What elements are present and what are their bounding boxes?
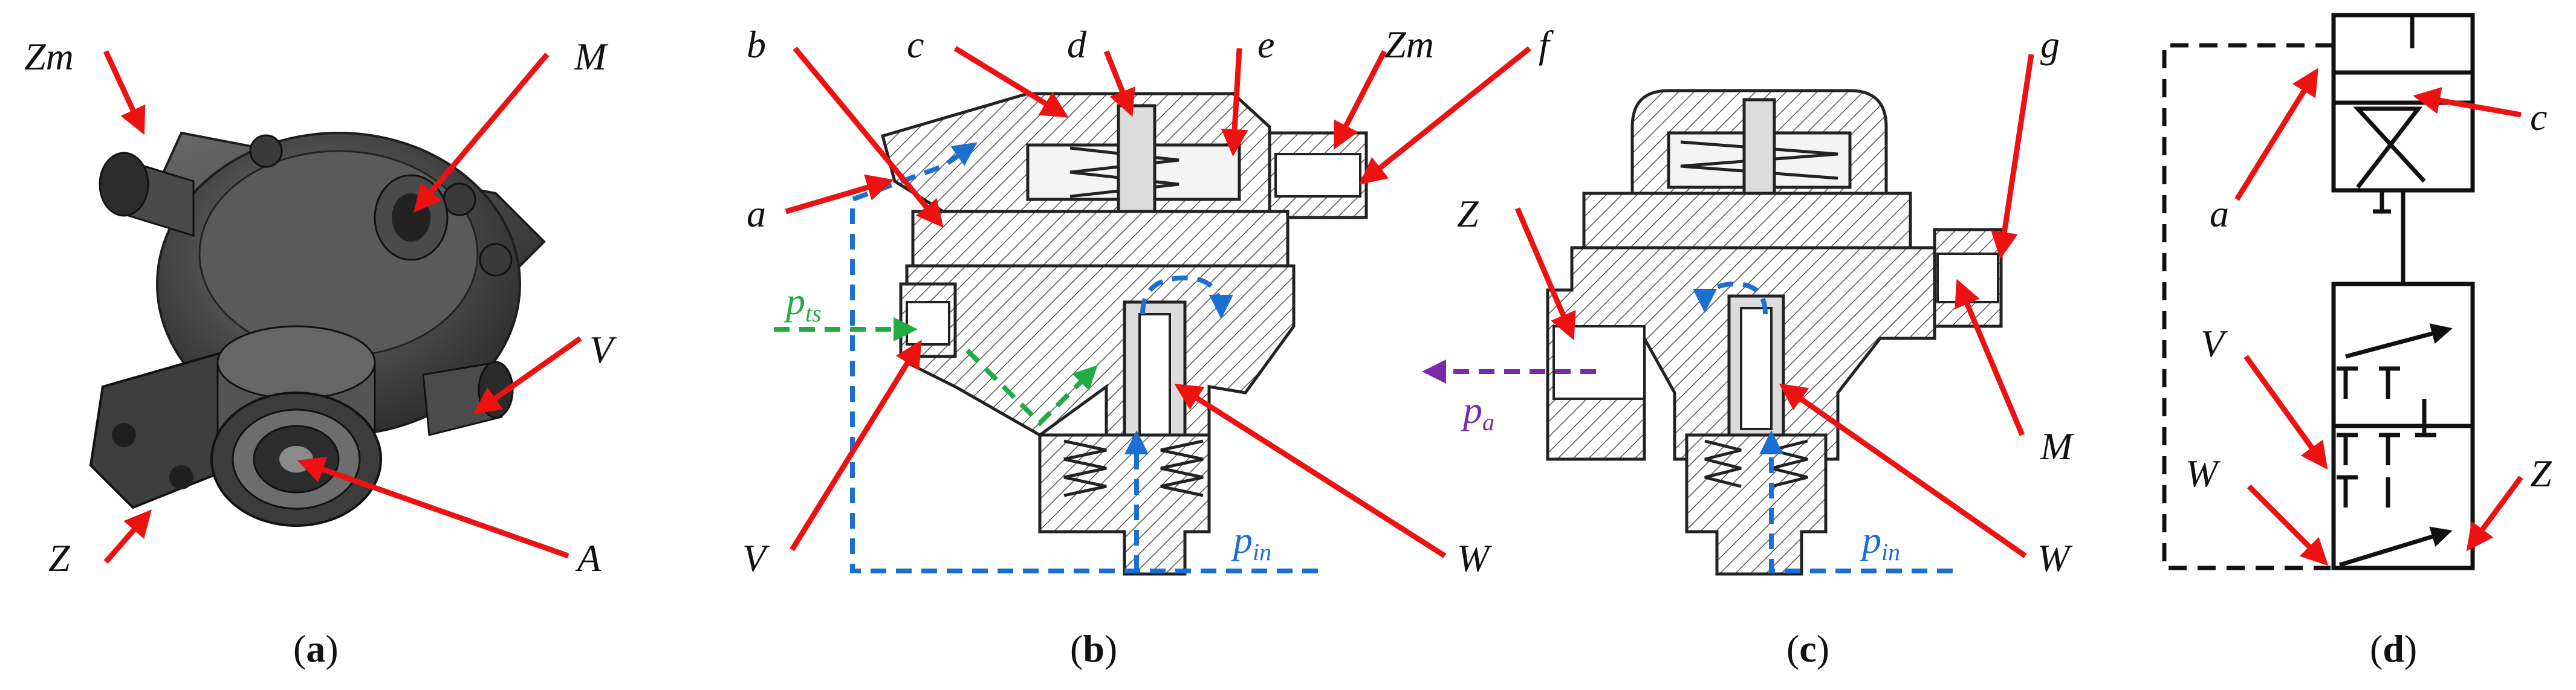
arrow-b-c xyxy=(953,46,1069,118)
valve-cross-section-b xyxy=(880,92,1368,576)
arrow-b-e xyxy=(1221,48,1248,156)
arrow-a-z xyxy=(103,509,152,564)
label-d-v: V xyxy=(2201,322,2228,365)
label-d-a: a xyxy=(2210,192,2229,235)
label-a-zm: Zm xyxy=(24,35,74,78)
label-c-pa: pa xyxy=(1461,389,1494,436)
caption-d: (d) xyxy=(2370,627,2417,670)
arrow-b-v xyxy=(790,340,922,552)
caption-a: (a) xyxy=(293,627,339,670)
label-d-c: c xyxy=(2530,95,2547,138)
label-b-pts: pts xyxy=(784,280,822,327)
caption-b: (b) xyxy=(1070,627,1117,670)
label-b-v: V xyxy=(742,537,770,579)
arrow-c-m xyxy=(1955,279,2025,436)
arrow-a-m xyxy=(414,53,550,213)
arrow-a-a xyxy=(297,456,569,559)
label-b-w: W xyxy=(1457,537,1493,579)
arrow-b-zm xyxy=(1333,50,1387,150)
label-d-z: Z xyxy=(2530,452,2552,495)
label-b-d: d xyxy=(1067,23,1087,66)
arrow-a-v xyxy=(473,336,582,414)
label-c-g: g xyxy=(2040,23,2060,66)
pneumatic-symbol xyxy=(2162,13,2475,570)
arrow-c-z xyxy=(1514,207,1576,341)
caption-c: (c) xyxy=(1786,627,1829,670)
label-a-a: A xyxy=(575,537,602,579)
label-c-w: W xyxy=(2037,537,2073,579)
label-b-e: e xyxy=(1257,23,1274,66)
label-c-z: Z xyxy=(1457,192,1479,235)
label-a-v: V xyxy=(589,328,617,371)
arrow-b-f xyxy=(1358,46,1531,185)
valve-cross-section-c xyxy=(1546,89,2003,576)
panel-a: Zm M V Z A (a) xyxy=(24,35,617,670)
arrow-b-w xyxy=(1174,384,1447,558)
panel-c: g Z M W pa pin (c) xyxy=(1422,23,2075,670)
label-a-m: M xyxy=(574,35,609,78)
arrow-b-d xyxy=(1103,50,1135,117)
arrow-c-w xyxy=(1779,383,2027,558)
arrow-d-z xyxy=(2466,476,2523,552)
label-b-b: b xyxy=(747,23,766,66)
label-a-z: Z xyxy=(48,537,71,579)
panel-d: c a V W Z (d) xyxy=(2162,13,2552,670)
label-c-m: M xyxy=(2040,425,2075,468)
label-d-w: W xyxy=(2185,452,2221,495)
label-b-zm: Zm xyxy=(1384,23,1434,66)
flow-c-in-main xyxy=(1759,430,1953,573)
label-b-c: c xyxy=(907,23,924,66)
arrow-c-g xyxy=(1991,54,2034,259)
arrow-d-a xyxy=(2234,68,2318,201)
panel-b: b c d e Zm f a V W pts pin (b) xyxy=(742,23,1554,670)
flow-c-in-loop xyxy=(1693,281,1768,315)
label-b-f: f xyxy=(1539,23,1554,66)
label-b-a: a xyxy=(747,192,766,235)
flow-b-ts-inner xyxy=(965,349,1098,427)
arrow-d-c xyxy=(2413,87,2522,118)
arrow-b-a xyxy=(785,174,894,214)
label-b-pin: pin xyxy=(1231,518,1271,566)
arrow-a-zm xyxy=(103,50,146,135)
arrow-d-w xyxy=(2247,484,2329,566)
flow-b-in-bypass xyxy=(850,142,1318,573)
label-c-pin: pin xyxy=(1860,518,1900,566)
arrow-d-v xyxy=(2243,355,2328,470)
arrow-b-b xyxy=(793,47,944,228)
flow-b-in-loop xyxy=(1140,275,1233,319)
